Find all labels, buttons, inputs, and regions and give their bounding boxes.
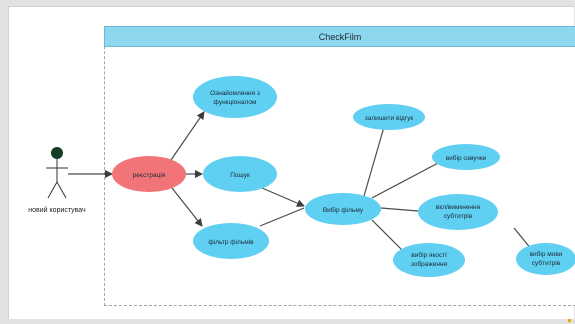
use-case-filter-label: фільтр фільмів xyxy=(208,238,254,246)
link-search-choose-film xyxy=(261,187,305,207)
use-case-choose-film[interactable]: Вибір фільму xyxy=(305,193,381,225)
link-filter-choose-film xyxy=(259,207,305,227)
corner-marker xyxy=(568,319,571,322)
use-case-familiarize[interactable]: Ознайомлення з функціоналом xyxy=(193,76,277,118)
link-choose-film-voice xyxy=(371,161,441,199)
use-case-search[interactable]: Пошук xyxy=(203,156,277,192)
use-case-subtitle-language-label-2: субтитрів xyxy=(532,259,561,267)
use-case-subtitle-language[interactable]: вибір мови субтитрів xyxy=(516,243,575,275)
actor-head xyxy=(51,147,63,159)
link-choose-film-review xyxy=(363,126,385,197)
actor-left-leg xyxy=(47,181,58,199)
actor-label: новий користувач xyxy=(28,206,86,214)
use-case-toggle-subtitles-label-2: субтитрів xyxy=(444,212,473,220)
link-choose-film-subtitles xyxy=(380,207,419,212)
system-boundary[interactable] xyxy=(104,26,575,306)
link-choose-film-quality xyxy=(371,219,405,253)
use-case-choose-voice[interactable]: вибір озвучки xyxy=(432,144,500,170)
use-case-search-label: Пошук xyxy=(230,172,250,179)
use-case-toggle-subtitles-label-1: вкл/вимкнення xyxy=(436,204,481,211)
system-title: CheckFilm xyxy=(318,31,362,42)
use-case-subtitle-language-label-1: вибір мови xyxy=(530,250,563,258)
use-case-choose-film-label: Вибір фільму xyxy=(323,206,364,214)
use-case-leave-review-label: залишити відгук xyxy=(365,114,414,122)
link-registration-filter xyxy=(171,187,203,227)
use-case-choose-quality[interactable]: вибір якості зображення xyxy=(393,243,465,277)
system-title-bar[interactable]: CheckFilm xyxy=(104,26,575,47)
use-case-filter[interactable]: фільтр фільмів xyxy=(193,223,269,259)
actor-new-user[interactable]: новий користувач xyxy=(28,147,86,214)
use-case-choose-voice-label: вибір озвучки xyxy=(446,154,487,162)
use-case-registration[interactable]: реєстрація xyxy=(112,156,186,192)
actor-right-leg xyxy=(56,181,67,199)
use-case-choose-quality-label-2: зображення xyxy=(411,260,448,268)
use-case-toggle-subtitles[interactable]: вкл/вимкнення субтитрів xyxy=(418,194,498,230)
use-case-familiarize-label-2: функціоналом xyxy=(214,98,257,106)
use-case-leave-review[interactable]: залишити відгук xyxy=(353,104,425,130)
use-case-registration-label: реєстрація xyxy=(133,171,166,179)
link-registration-familiarize xyxy=(170,111,205,161)
use-case-choose-quality-label-1: вибір якості xyxy=(411,251,446,259)
use-case-familiarize-label-1: Ознайомлення з xyxy=(210,89,260,97)
